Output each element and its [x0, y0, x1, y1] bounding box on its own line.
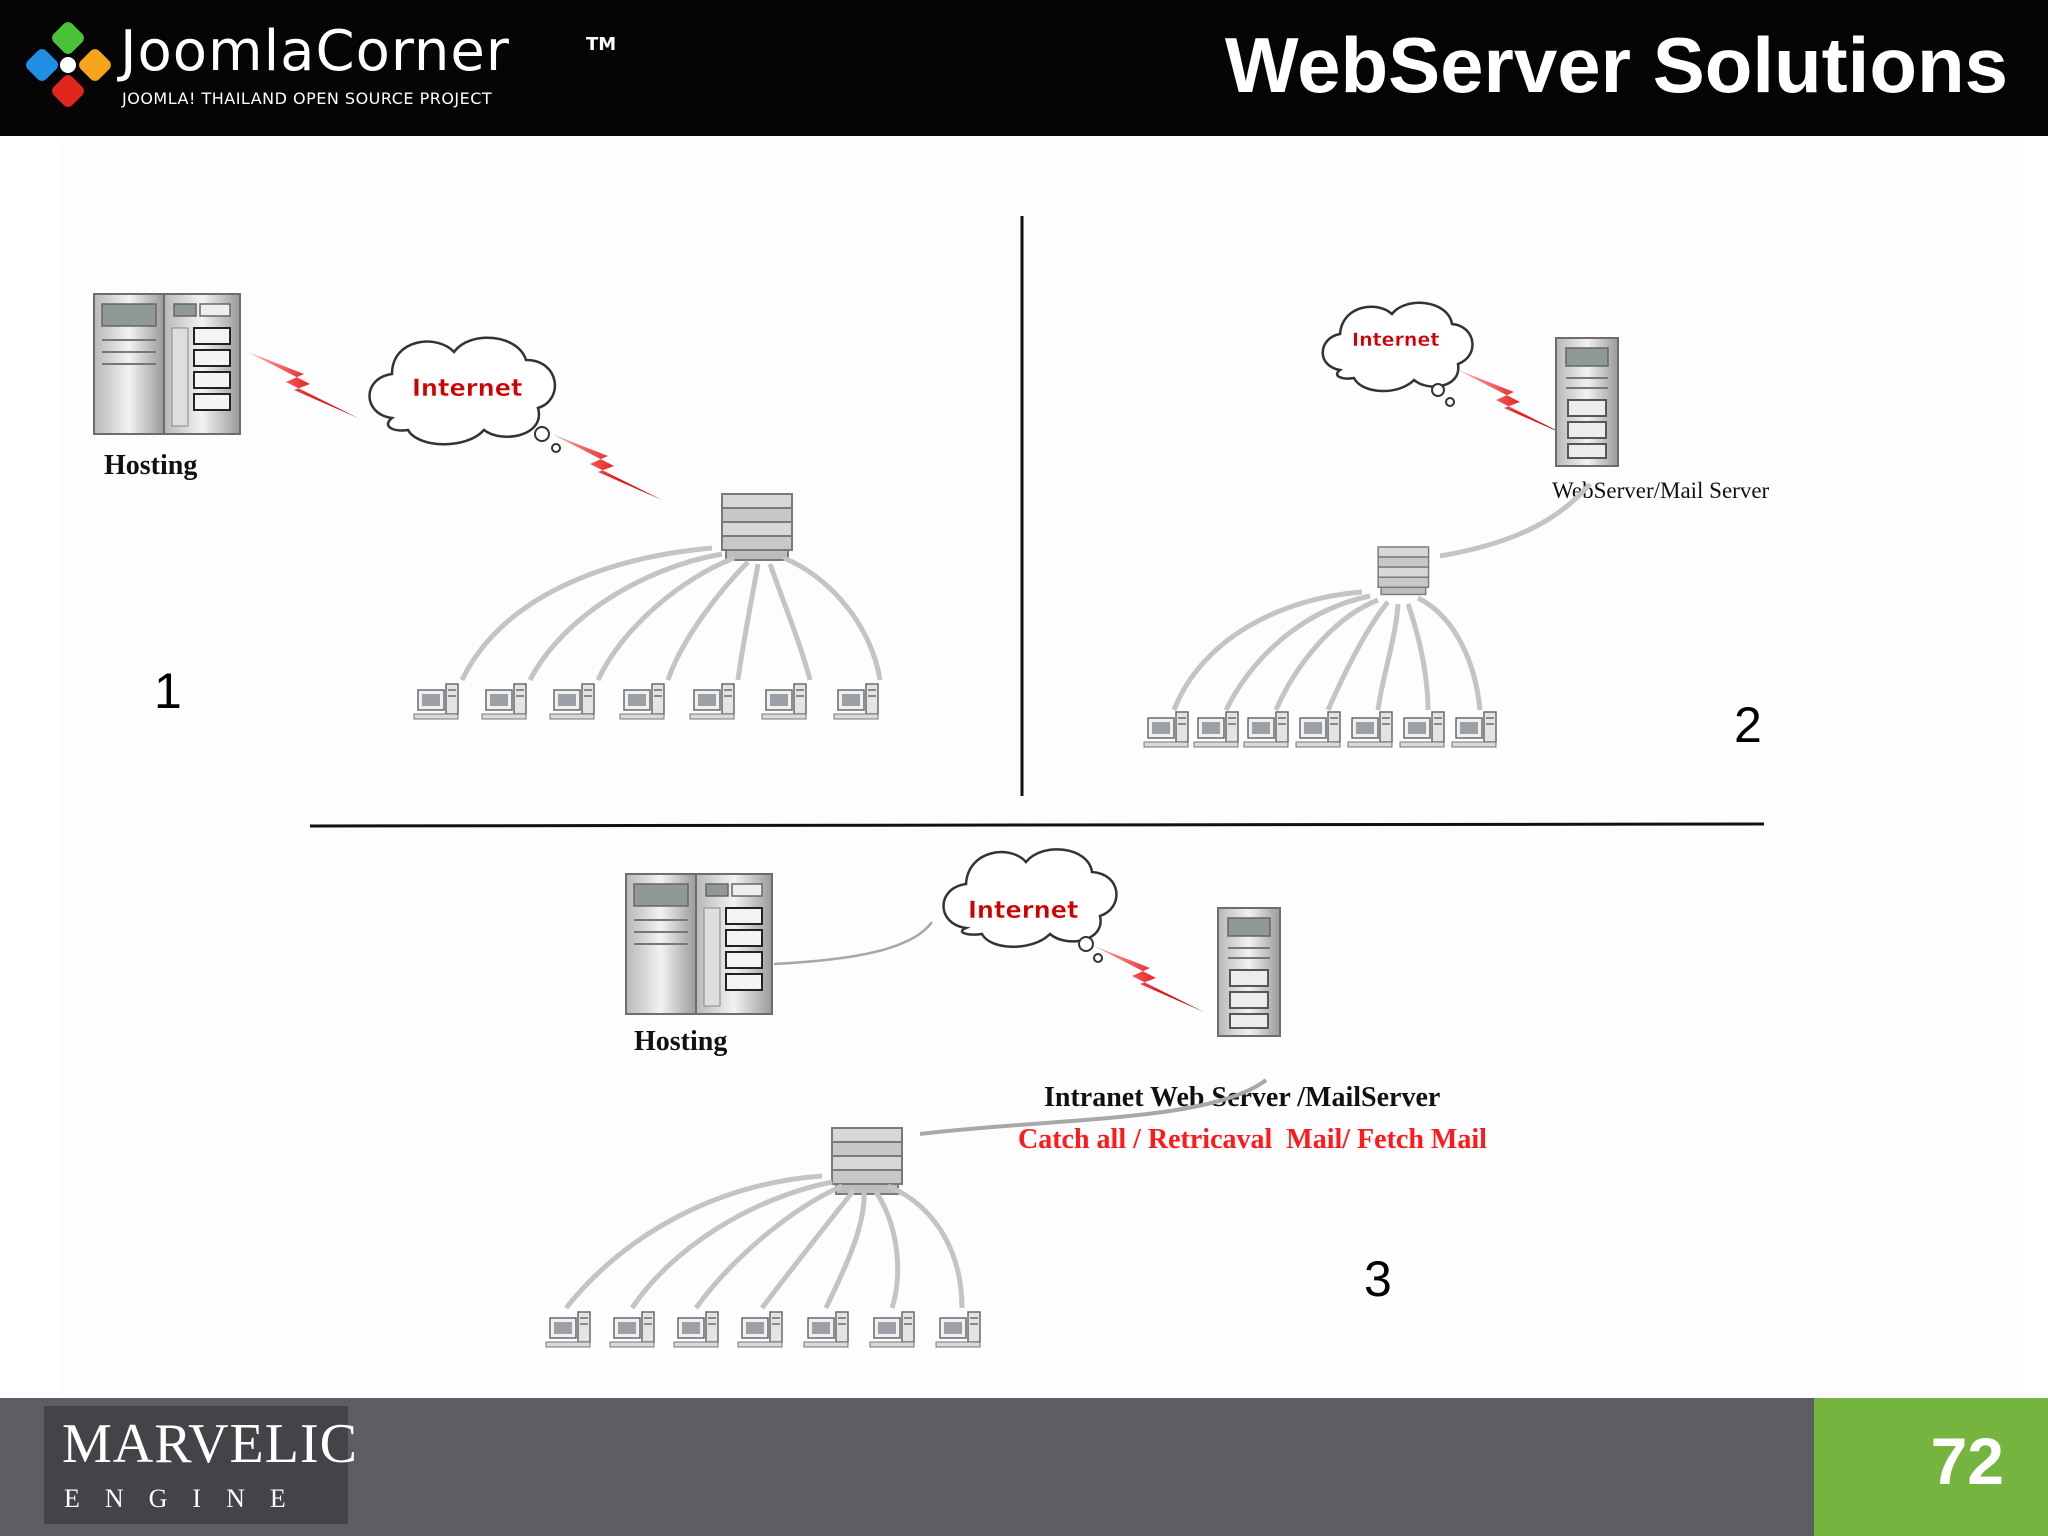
workstation-icon [1193, 711, 1239, 748]
region-number: 2 [1734, 697, 1762, 753]
workstation-icon [737, 1311, 783, 1348]
lan-cables [459, 545, 883, 682]
network-diagram: Hosting Internet [93, 216, 1770, 1348]
lightning-icon [1094, 946, 1204, 1012]
workstation-icon [803, 1311, 849, 1348]
hosting-link [773, 921, 934, 966]
logo-wordmark: JoomlaCorner [120, 19, 510, 84]
horizontal-divider [309, 822, 1765, 828]
lan-cables [564, 1173, 965, 1310]
workstation-icon [549, 683, 595, 720]
internet-cloud-icon: Internet [368, 336, 561, 453]
region-1: Hosting Internet [93, 293, 883, 720]
network-switch-icon [721, 493, 793, 561]
mail-fetch-note: Catch all / Retricaval Mail/ Fetch Mail [1018, 1124, 1487, 1155]
slide-header: JoomlaCorner TM JOOMLA! THAILAND OPEN SO… [0, 0, 2048, 136]
internet-label: Internet [1352, 329, 1439, 351]
intranet-server-icon [1217, 907, 1281, 1037]
internet-cloud-icon: Internet [1321, 301, 1474, 407]
server-link [919, 1078, 1268, 1136]
workstation-icon [761, 683, 807, 720]
workstation-icon [1295, 711, 1341, 748]
internet-label: Internet [412, 374, 522, 402]
lan-cables [1171, 589, 1483, 712]
region-3: Hosting Internet Intranet Web Server /Ma… [545, 848, 1487, 1348]
workstation-icon [481, 683, 527, 720]
workstation-icon [689, 683, 735, 720]
workstation-icon [869, 1311, 915, 1348]
page-number-box: 72 [1814, 1398, 2048, 1536]
workstation-icon [1347, 711, 1393, 748]
region-2: Internet WebServer/Mail Server [1143, 301, 1770, 753]
marvelic-engine-logo: MARVELIC ENGINE [44, 1406, 357, 1524]
lightning-icon [552, 434, 662, 500]
brand-name: MARVELIC [62, 1413, 358, 1475]
internet-cloud-icon: Internet [942, 848, 1118, 963]
intranet-server-label: Intranet Web Server /MailServer [1044, 1082, 1440, 1113]
hosting-label: Hosting [104, 450, 197, 481]
workstation-icon [1143, 711, 1189, 748]
workstation-icon [833, 683, 879, 720]
region-number: 1 [154, 663, 182, 719]
trademark-mark: TM [586, 34, 617, 55]
logo-subtitle: JOOMLA! THAILAND OPEN SOURCE PROJECT [122, 89, 493, 108]
hosting-server-icon [93, 293, 241, 435]
lightning-icon [1458, 370, 1568, 436]
workstation-icon [545, 1311, 591, 1348]
workstation-icon [673, 1311, 719, 1348]
workstation-icon [619, 683, 665, 720]
webserver-label: WebServer/Mail Server [1552, 478, 1770, 503]
hosting-label: Hosting [634, 1026, 727, 1057]
network-switch-icon [1377, 546, 1430, 596]
workstation-icon [609, 1311, 655, 1348]
workstation-icon [1451, 711, 1497, 748]
internet-label: Internet [968, 896, 1078, 924]
page-number: 72 [1930, 1424, 2004, 1498]
lightning-icon [248, 352, 358, 418]
slide-title: WebServer Solutions [1224, 21, 2008, 109]
hosting-server-icon [625, 873, 773, 1015]
server-link [1439, 482, 1592, 559]
web-mail-server-icon [1555, 337, 1619, 467]
workstation-icon [1243, 711, 1289, 748]
workstation-icon [413, 683, 459, 720]
slide-content: Hosting Internet [62, 138, 2022, 1398]
slide-footer: MARVELIC ENGINE 72 [0, 1398, 2048, 1536]
workstation-icon [1399, 711, 1445, 748]
workstation-icon [935, 1311, 981, 1348]
joomla-logo-icon [26, 22, 111, 107]
network-switch-icon [831, 1127, 903, 1195]
region-number: 3 [1364, 1251, 1392, 1307]
brand-subtitle: ENGINE [64, 1484, 311, 1513]
